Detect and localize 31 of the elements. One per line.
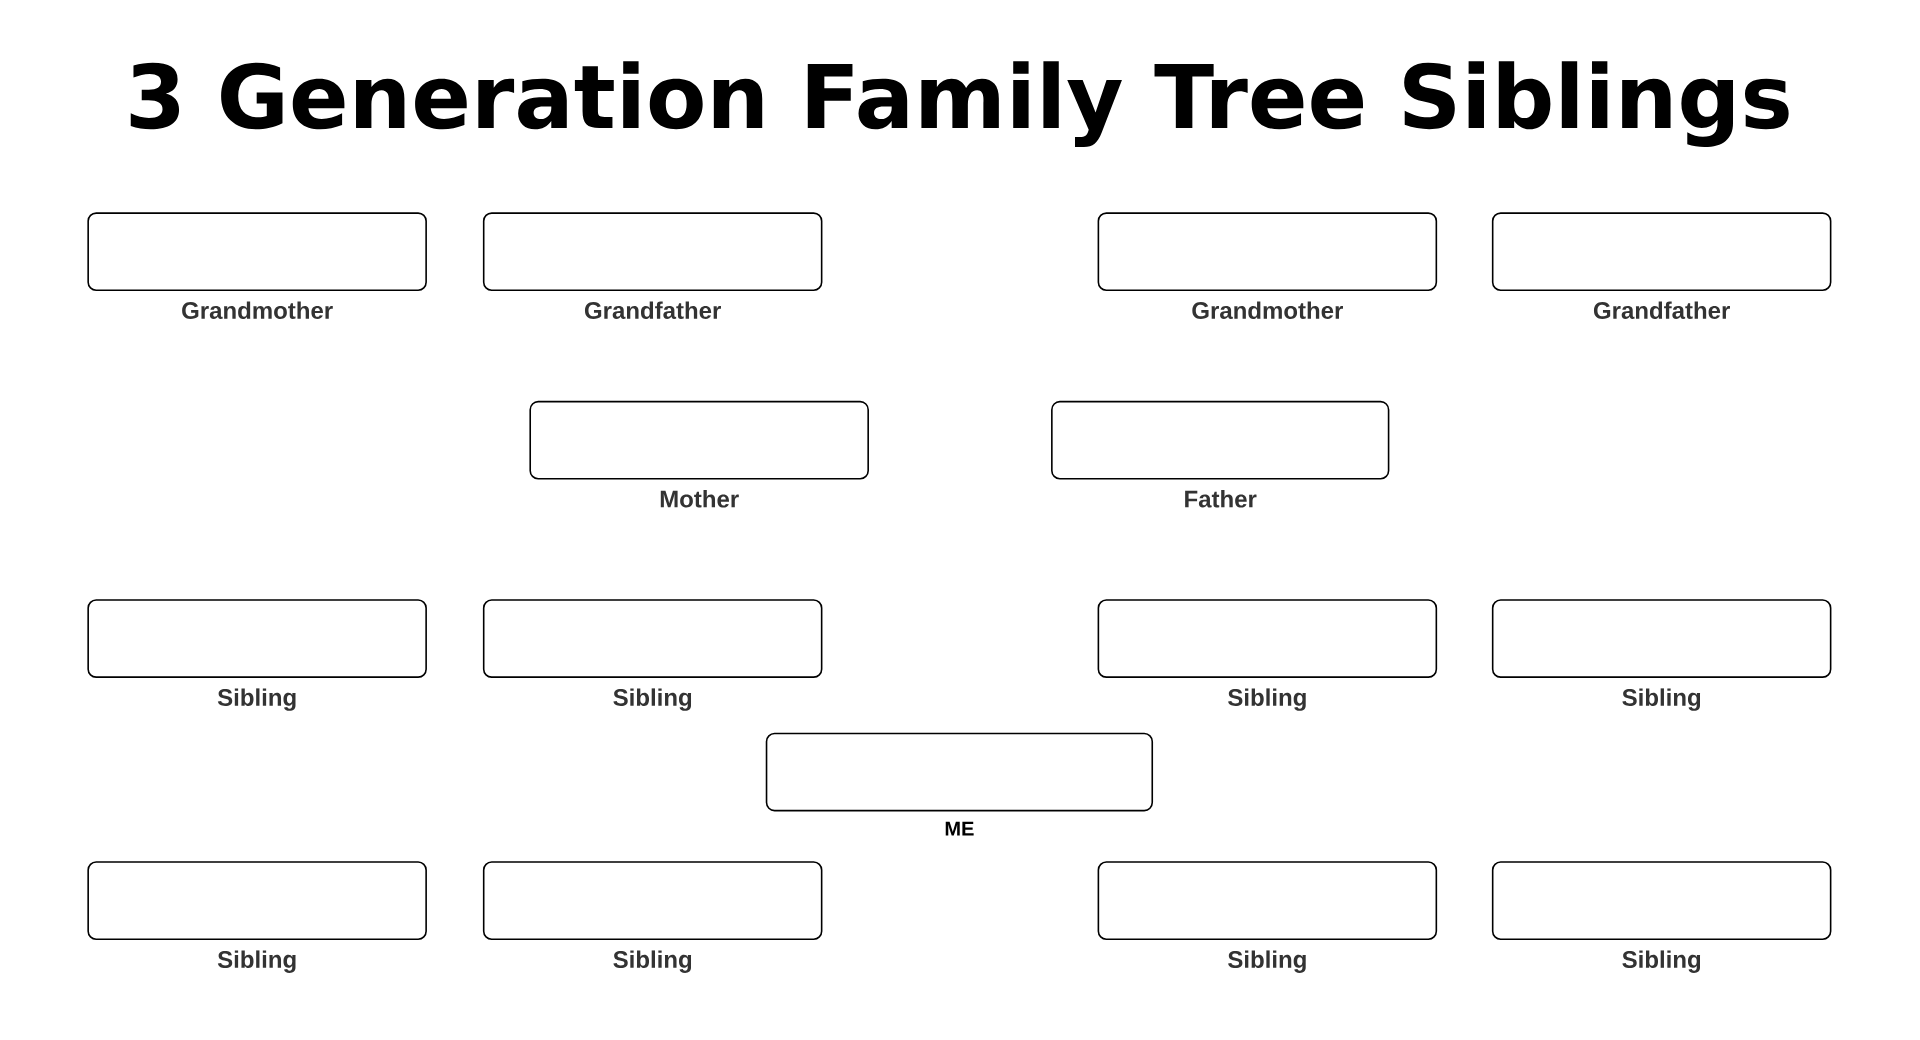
node-label: Sibling xyxy=(1622,950,1701,973)
node-label: Sibling xyxy=(1228,688,1306,711)
name-box: Sibling xyxy=(1097,861,1438,973)
title: 3 Generation Family Tree Siblings xyxy=(130,61,1789,147)
node-label: Sibling xyxy=(1622,688,1701,711)
name-box: Sibling xyxy=(1491,861,1832,973)
node-label: Grandfather xyxy=(584,301,721,320)
name-box: Grandmother xyxy=(87,212,427,320)
name-box: Mother xyxy=(529,400,869,508)
node-label: Grandmother xyxy=(182,301,333,320)
node-label: Sibling xyxy=(613,688,692,711)
node-label: Mother xyxy=(660,489,739,508)
name-box: Grandmother xyxy=(1097,212,1438,320)
node-label: Sibling xyxy=(613,950,692,973)
name-box: Father xyxy=(1051,400,1390,508)
name-box: Sibling xyxy=(87,599,427,711)
name-box: Grandfather xyxy=(1491,212,1832,320)
name-box: ME xyxy=(765,732,1154,836)
name-box: Grandfather xyxy=(482,212,823,320)
node-label: Father xyxy=(1185,489,1257,508)
node-label: ME xyxy=(945,821,974,836)
node-label: Grandmother xyxy=(1192,301,1343,320)
name-box: Sibling xyxy=(482,861,823,973)
node-label: Sibling xyxy=(1228,950,1306,973)
name-box: Sibling xyxy=(1491,599,1832,711)
name-box: Sibling xyxy=(482,599,823,711)
name-box: Sibling xyxy=(87,861,427,973)
node-label: Grandfather xyxy=(1593,301,1730,320)
node-label: Sibling xyxy=(217,688,296,711)
name-box: Sibling xyxy=(1097,599,1438,711)
node-label: Sibling xyxy=(217,950,296,973)
